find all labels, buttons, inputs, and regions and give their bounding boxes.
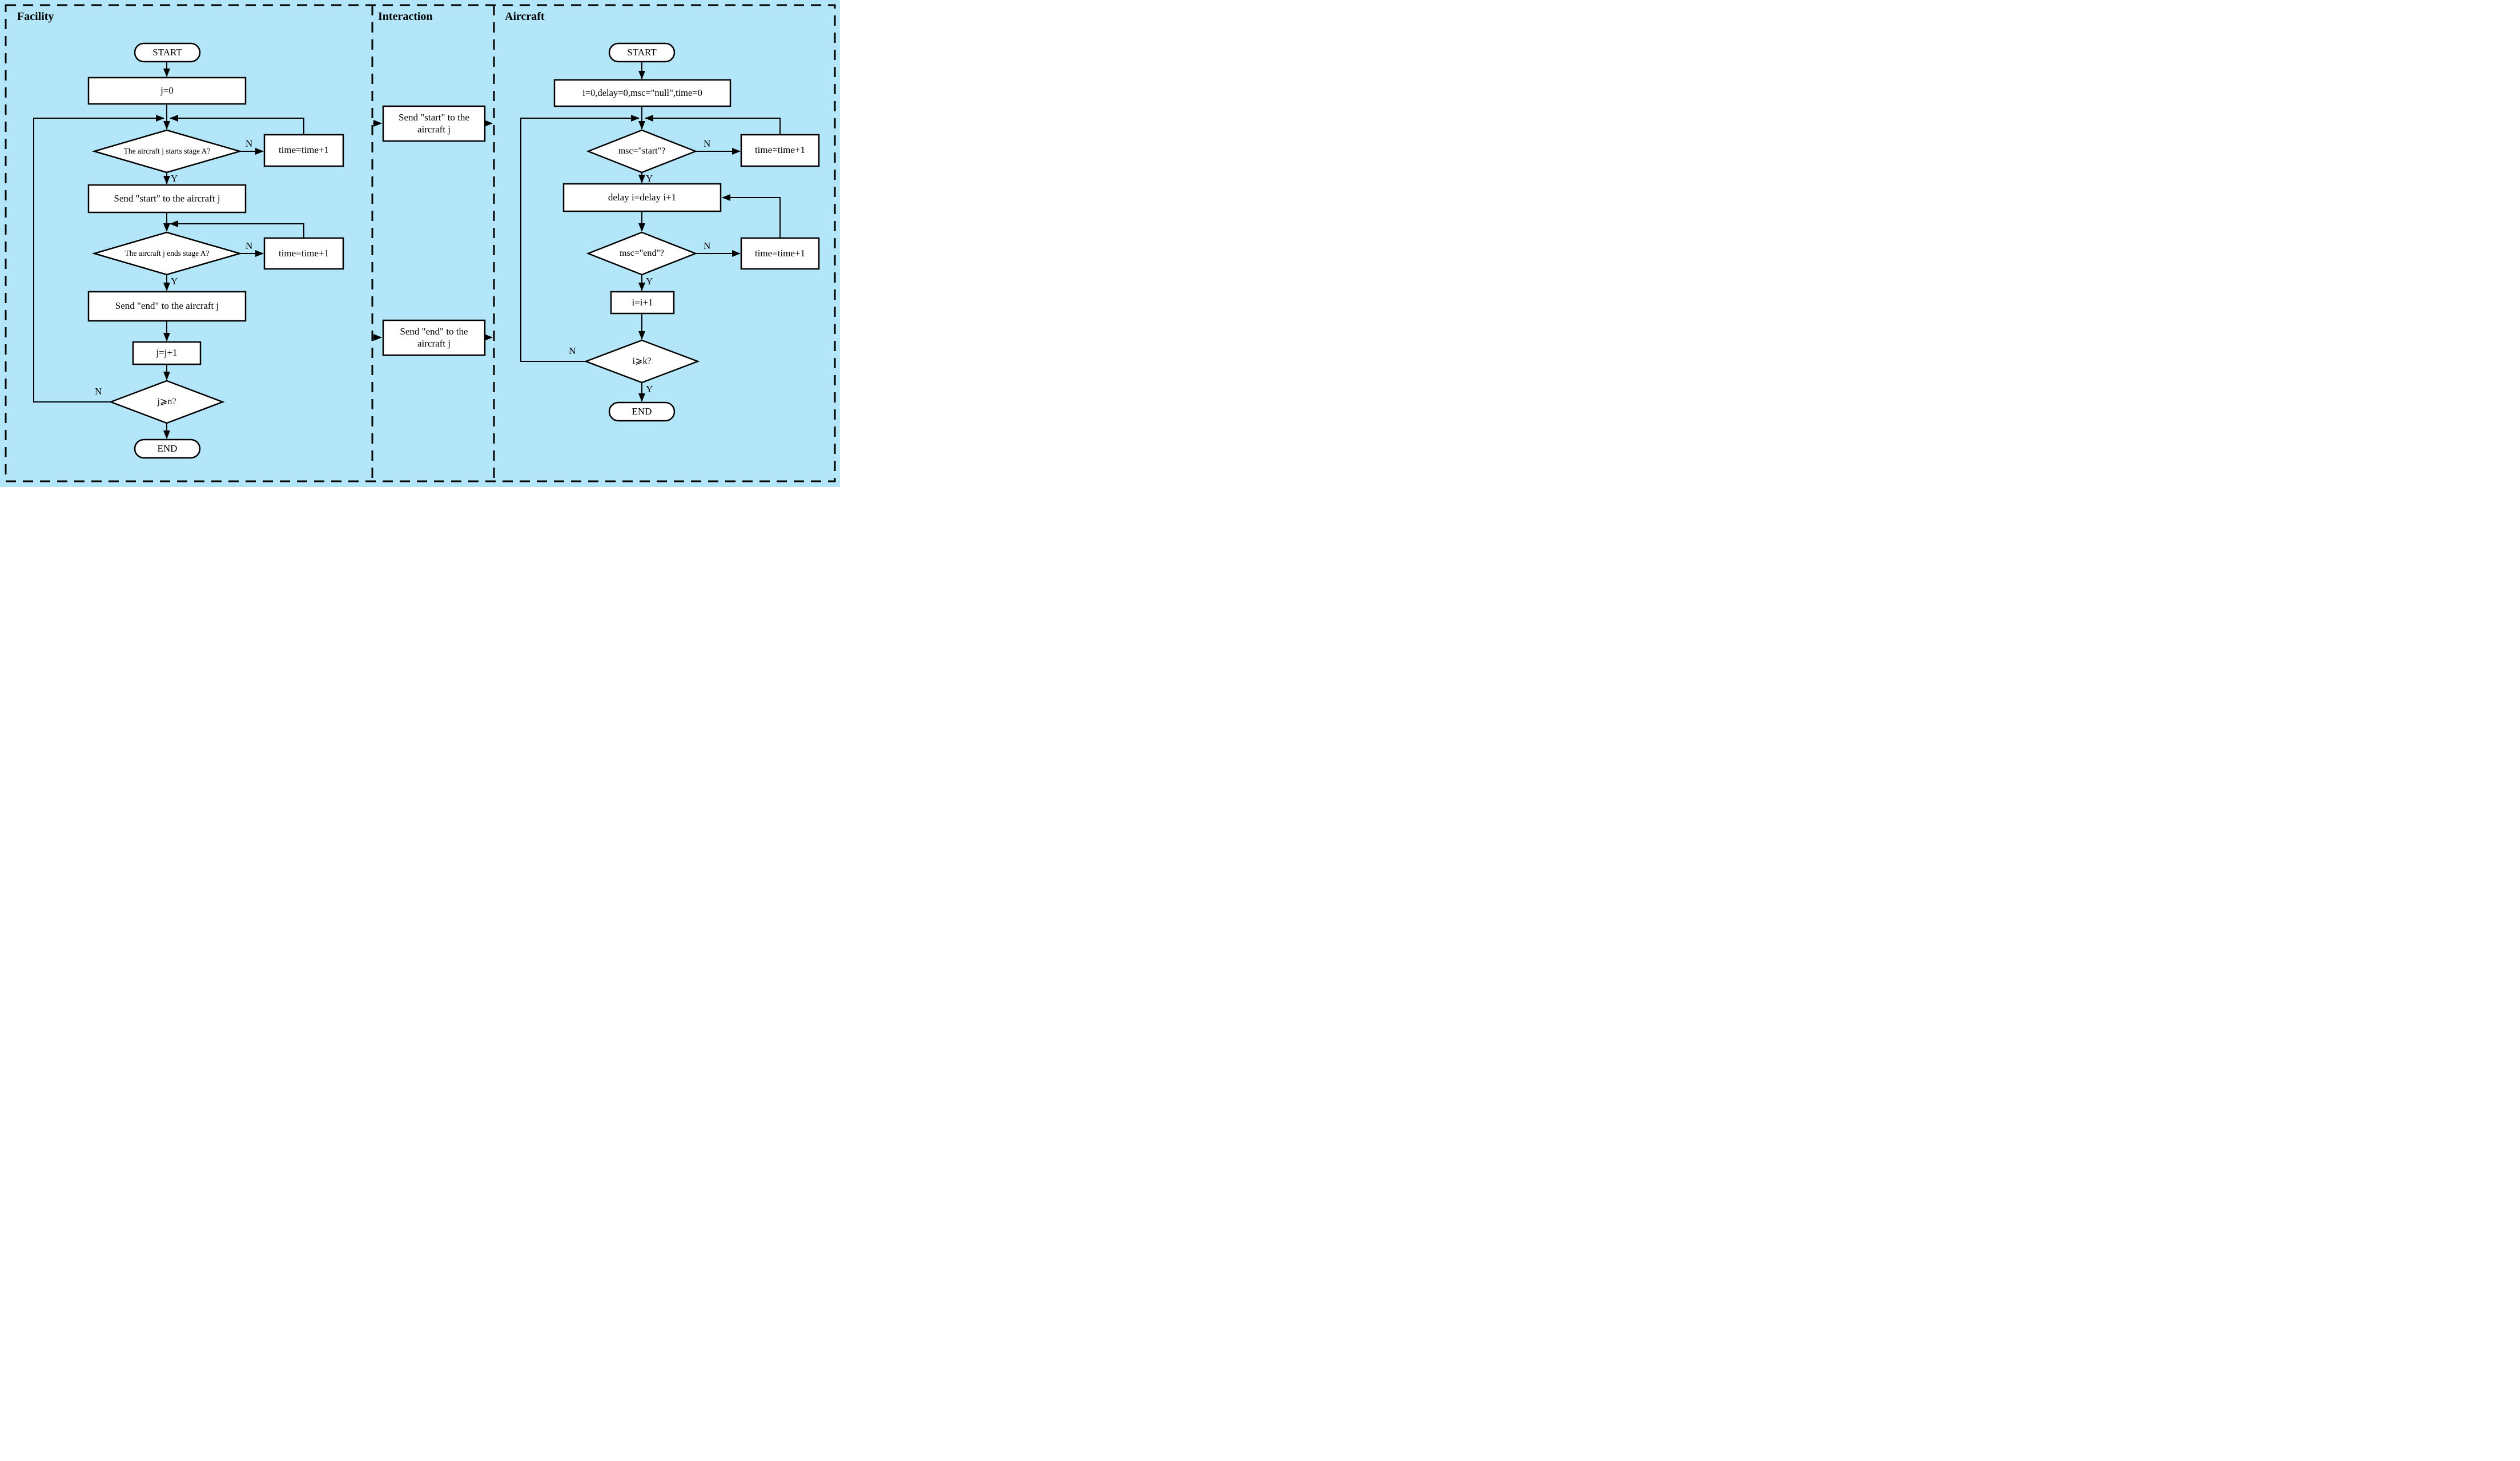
facility-time1-loop-arrow xyxy=(170,115,304,135)
interaction-sendstart-node-shape xyxy=(382,105,486,142)
facility-end-node-shape xyxy=(134,438,201,459)
facility-decision2-yes-label: Y xyxy=(171,276,178,287)
facility-decision1-yes-label: Y xyxy=(171,173,178,184)
facility-decision3-shape xyxy=(108,380,225,424)
facility-decision2-no-label: N xyxy=(246,240,253,251)
interaction-panel-title: Interaction xyxy=(378,10,433,23)
aircraft-panel-title: Aircraft xyxy=(505,10,545,23)
interaction-sendend-node-shape xyxy=(382,319,486,356)
facility-decision3-no-label: N xyxy=(95,386,102,397)
aircraft-end-node-shape xyxy=(608,401,676,422)
aircraft-decision3-shape xyxy=(584,339,700,384)
aircraft-start-node-shape xyxy=(608,42,676,63)
aircraft-decision2-shape xyxy=(586,231,698,276)
aircraft-decision2-yes-label: Y xyxy=(646,276,653,287)
aircraft-decision3-no-label: N xyxy=(569,345,576,356)
aircraft-decision2-no-label: N xyxy=(704,240,711,251)
aircraft-time2-node-shape xyxy=(740,237,820,270)
facility-decision1-no-label: N xyxy=(246,138,253,149)
aircraft-time1-node-shape xyxy=(740,134,820,167)
facility-init-node-shape xyxy=(87,77,247,105)
flowchart-drawing xyxy=(5,4,836,482)
aircraft-time1-loop-arrow xyxy=(645,115,781,135)
facility-time2-node-shape xyxy=(263,237,344,270)
facility-decision2-shape xyxy=(91,231,243,276)
aircraft-decision3-yes-label: Y xyxy=(646,384,653,395)
flowchart-canvas: Facility Interaction Aircraft START j=0 … xyxy=(0,0,840,487)
aircraft-decision1-no-label: N xyxy=(704,138,711,149)
facility-decision1-shape xyxy=(91,129,243,174)
facility-sendstart-node-shape xyxy=(87,184,247,214)
facility-time1-node-shape xyxy=(263,134,344,167)
aircraft-loop-back-arrow xyxy=(520,115,640,362)
aircraft-delay-node-shape xyxy=(562,183,722,212)
aircraft-decision1-shape xyxy=(586,129,698,174)
facility-panel-title: Facility xyxy=(17,10,54,23)
facility-sendend-node-shape xyxy=(87,291,247,322)
aircraft-decision1-yes-label: Y xyxy=(646,173,653,184)
aircraft-time2-loop-arrow xyxy=(722,194,781,238)
facility-increment-node-shape xyxy=(132,341,202,365)
outer-panel-border xyxy=(5,4,836,482)
facility-loop-back-arrow xyxy=(33,115,164,403)
aircraft-init-node-shape xyxy=(553,79,732,107)
facility-start-node-shape xyxy=(134,42,201,63)
facility-time2-loop-arrow xyxy=(170,220,304,238)
aircraft-increment-node-shape xyxy=(610,291,675,315)
